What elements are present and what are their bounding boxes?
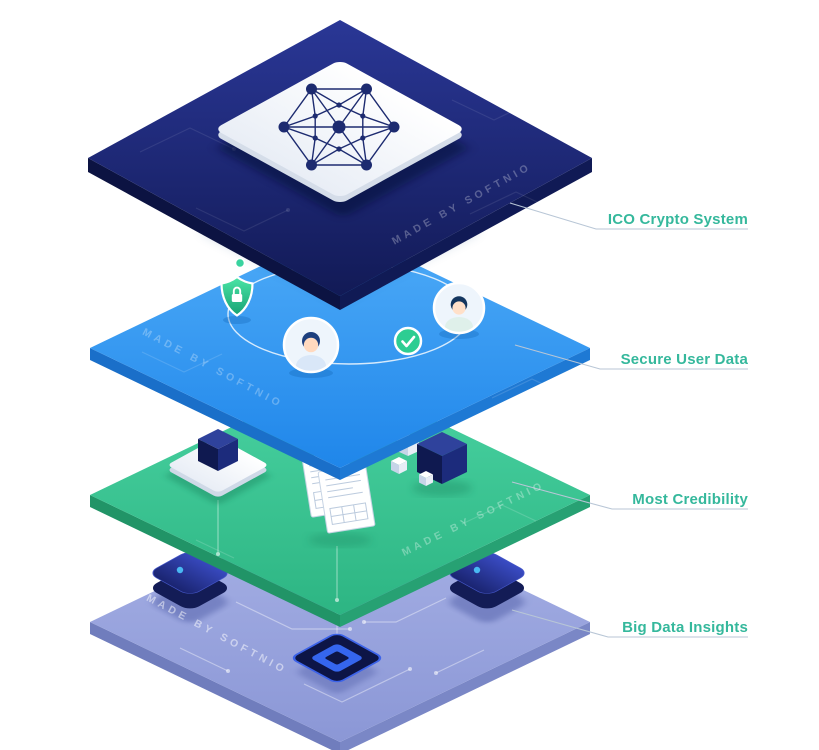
layer-side-left [90,622,340,750]
callout-line-big-data-insights [511,609,748,638]
user-avatar [282,316,340,378]
cube-icon [198,429,238,471]
network-nodes [278,83,400,171]
layer-side-left [90,495,340,627]
layer-side-right [340,495,590,627]
layer-side-right [340,622,590,750]
connector-dot [335,598,339,602]
cpu-chip-icon [292,633,382,694]
layer-side-left [90,348,340,480]
callout-line-ico-crypto-system [509,202,748,230]
layer-most-credibility [90,336,590,627]
circuit-traces [179,597,485,703]
layer-ico-crypto-system [88,20,592,310]
callout-line-most-credibility [511,481,748,510]
callout-label-secure-user-data: Secure User Data [620,351,748,368]
blockchain-network-icon [278,83,400,171]
tile-led-dot [176,566,184,574]
avatar-face [303,337,319,353]
circuit-traces [139,97,559,232]
circuit-traces [195,504,537,559]
layer-side-right [340,158,592,310]
callout-line-secure-user-data [514,344,748,370]
orbit-node-dot [234,257,246,269]
callout-label-ico-crypto-system: ICO Crypto System [607,211,748,228]
connector-dot [216,552,220,556]
connector-drop-lines [217,500,338,598]
callout-label-most-credibility: Most Credibility [632,491,748,508]
callout-lines [509,202,748,638]
circuit-traces [141,351,569,399]
avatar-face [452,301,466,315]
checkmark-icon [393,326,423,356]
shield-lock-icon [220,275,254,324]
user-avatar [432,281,486,339]
tile-led-dot [473,566,481,574]
layer-side-right [340,348,590,480]
white-platform [218,62,467,216]
callout-label-big-data-insights: Big Data Insights [622,619,748,636]
layer-side-left [88,158,340,310]
cube-on-platform [166,429,270,505]
